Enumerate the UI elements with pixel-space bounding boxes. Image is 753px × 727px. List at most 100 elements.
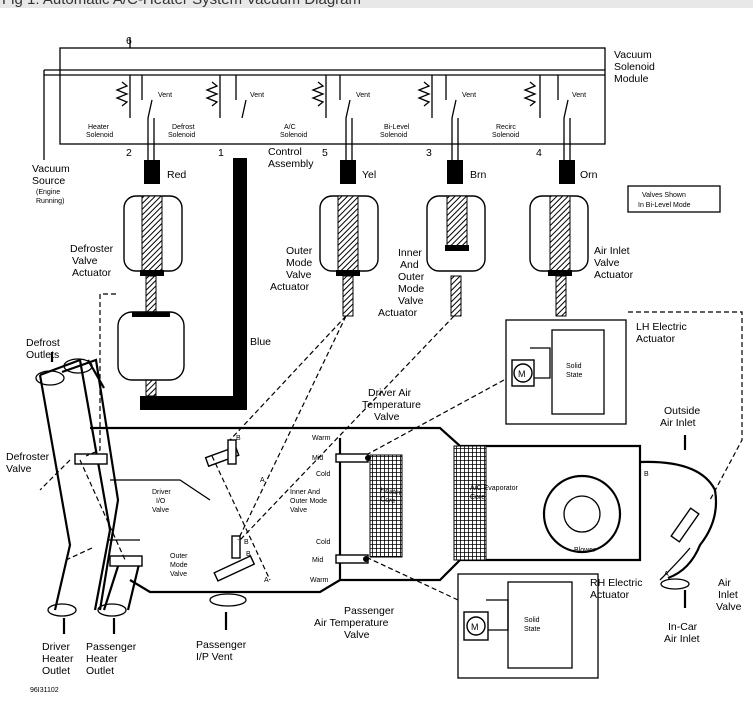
blower bbox=[542, 474, 622, 554]
bilevel-vent-label: Vent bbox=[462, 92, 476, 99]
bilevel-solenoid-label-1: Bi-Level bbox=[384, 124, 410, 131]
hose-yel-label: Yel bbox=[362, 169, 376, 181]
module-label-3: Module bbox=[614, 73, 649, 85]
air-inlet-door bbox=[639, 460, 718, 590]
svg-text:Valve: Valve bbox=[374, 411, 400, 423]
svg-text:A/C Evaporator: A/C Evaporator bbox=[470, 485, 519, 492]
svg-text:Actuator: Actuator bbox=[378, 307, 418, 319]
heater-solenoid: Heater Solenoid Vent 2 bbox=[86, 75, 172, 159]
svg-text:Outer: Outer bbox=[398, 271, 425, 283]
svg-text:Passenger: Passenger bbox=[196, 639, 247, 651]
svg-text:B: B bbox=[236, 435, 241, 442]
recirc-solenoid: Recirc Solenoid Vent 4 bbox=[492, 75, 586, 159]
defrost-solenoid-number: 1 bbox=[218, 147, 224, 159]
bilevel-solenoid: Bi-Level Solenoid Vent 3 bbox=[380, 75, 476, 159]
evaporator-core bbox=[453, 445, 487, 561]
svg-text:Defroster: Defroster bbox=[6, 451, 50, 463]
svg-text:Blower: Blower bbox=[574, 547, 596, 554]
lh-electric-actuator: M Solid State LH Electric Actuator bbox=[505, 319, 687, 425]
svg-text:I/O: I/O bbox=[156, 498, 166, 505]
hose-orn-label: Orn bbox=[580, 169, 598, 181]
svg-text:LH Electric: LH Electric bbox=[636, 321, 687, 333]
svg-text:And: And bbox=[400, 259, 419, 271]
svg-text:Outside: Outside bbox=[664, 405, 700, 417]
rh-electric-actuator: M Solid State RH Electric Actuator bbox=[457, 573, 643, 679]
svg-text:Mid: Mid bbox=[312, 455, 323, 462]
svg-text:Air Inlet: Air Inlet bbox=[594, 245, 630, 257]
vacuum-hoses: Red Yel Brn Orn Blue bbox=[140, 118, 598, 410]
svg-text:Mode: Mode bbox=[398, 283, 424, 295]
svg-text:Valve: Valve bbox=[344, 629, 370, 641]
svg-text:Defrost: Defrost bbox=[26, 337, 60, 349]
module-label-1: Vacuum bbox=[614, 49, 652, 61]
svg-text:A: A bbox=[260, 477, 265, 484]
svg-text:Warm: Warm bbox=[312, 435, 331, 442]
svg-text:Heater: Heater bbox=[86, 653, 118, 665]
svg-text:Outlets: Outlets bbox=[26, 349, 59, 361]
defrost-vent-label: Vent bbox=[250, 92, 264, 99]
svg-text:Warm: Warm bbox=[310, 577, 329, 584]
svg-text:M: M bbox=[518, 369, 526, 379]
bilevel-solenoid-label-2: Solenoid bbox=[380, 132, 407, 139]
hose-red-label: Red bbox=[167, 169, 186, 181]
svg-text:Outer: Outer bbox=[170, 553, 188, 560]
svg-text:Temperature: Temperature bbox=[362, 399, 421, 411]
svg-text:Actuator: Actuator bbox=[590, 589, 630, 601]
svg-text:Valve: Valve bbox=[398, 295, 424, 307]
hose-brn-label: Brn bbox=[470, 169, 487, 181]
svg-text:Driver Air: Driver Air bbox=[368, 387, 412, 399]
control-assembly-label-1: Control bbox=[268, 146, 302, 158]
svg-text:I/P Vent: I/P Vent bbox=[196, 651, 233, 663]
control-assembly-label-2: Assembly bbox=[268, 158, 314, 170]
svg-text:Outer Mode: Outer Mode bbox=[290, 498, 327, 505]
svg-text:Valve: Valve bbox=[286, 269, 312, 281]
svg-text:Passenger: Passenger bbox=[86, 641, 137, 653]
svg-text:Valve: Valve bbox=[170, 571, 187, 578]
svg-text:Heater: Heater bbox=[42, 653, 74, 665]
svg-text:B: B bbox=[244, 539, 249, 546]
heater-solenoid-number: 2 bbox=[126, 147, 132, 159]
air-inlet-valve-actuator: Air Inlet Valve Actuator bbox=[529, 195, 634, 317]
svg-text:Actuator: Actuator bbox=[270, 281, 310, 293]
recirc-solenoid-number: 4 bbox=[536, 147, 542, 159]
svg-text:Heater: Heater bbox=[380, 487, 402, 497]
svg-text:Valve: Valve bbox=[6, 463, 32, 475]
outlet-ducts bbox=[35, 358, 247, 617]
dashed-links bbox=[39, 293, 743, 601]
defrost-solenoid-label-2: Solenoid bbox=[168, 132, 195, 139]
lower-labels: Defrost Outlets Defroster Valve Driver A… bbox=[6, 337, 742, 694]
svg-text:M: M bbox=[471, 622, 479, 632]
svg-text:Valve: Valve bbox=[152, 507, 169, 514]
svg-text:State: State bbox=[524, 626, 540, 633]
terminal-6: 6 bbox=[126, 35, 132, 47]
svg-text:A: A bbox=[264, 577, 269, 584]
svg-text:Air Inlet: Air Inlet bbox=[664, 633, 700, 645]
svg-text:RH Electric: RH Electric bbox=[590, 577, 643, 589]
svg-text:B: B bbox=[246, 551, 251, 558]
svg-text:Cold: Cold bbox=[316, 471, 331, 478]
module-label-2: Solenoid bbox=[614, 61, 655, 73]
svg-text:Valve: Valve bbox=[72, 255, 98, 267]
svg-text:Cold: Cold bbox=[316, 539, 331, 546]
ac-vent-label: Vent bbox=[356, 92, 370, 99]
svg-text:Core: Core bbox=[470, 494, 485, 501]
recirc-vent-label: Vent bbox=[572, 92, 586, 99]
svg-text:Running): Running) bbox=[36, 198, 64, 205]
bilevel-solenoid-number: 3 bbox=[426, 147, 432, 159]
svg-text:Solid: Solid bbox=[524, 617, 540, 624]
vacuum-source-label: Vacuum Source (Engine Running) bbox=[32, 163, 70, 205]
heater-core bbox=[369, 454, 403, 558]
svg-text:Driver: Driver bbox=[152, 489, 171, 496]
airflow-arrows bbox=[50, 352, 687, 634]
lower-defroster-actuator bbox=[117, 311, 185, 381]
ac-solenoid-label-2: Solenoid bbox=[280, 132, 307, 139]
heater-vent-label: Vent bbox=[158, 92, 172, 99]
outer-mode-valve-actuator: Outer Mode Valve Actuator bbox=[270, 195, 379, 317]
svg-text:Core: Core bbox=[380, 496, 396, 505]
svg-text:Mode: Mode bbox=[286, 257, 312, 269]
svg-text:Inner And: Inner And bbox=[290, 489, 320, 496]
heater-solenoid-label-2: Solenoid bbox=[86, 132, 113, 139]
svg-text:Valve: Valve bbox=[594, 257, 620, 269]
svg-text:(Engine: (Engine bbox=[36, 189, 60, 196]
page-title: Fig 1: Automatic A/C-Heater System Vacuu… bbox=[2, 0, 361, 8]
